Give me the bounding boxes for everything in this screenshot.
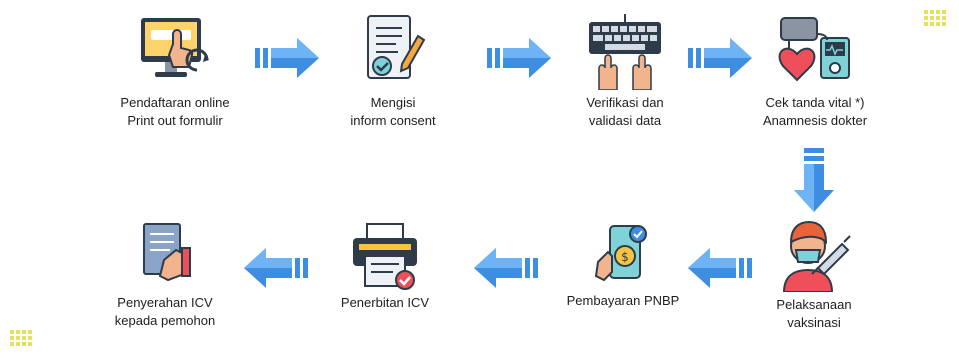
step-vaccination: Pelaksanaan vaksinasi bbox=[714, 218, 914, 332]
keyboard-typing-icon bbox=[589, 14, 661, 90]
vital-signs-monitor-icon bbox=[778, 17, 850, 82]
step-verification: Verifikasi dan validasi data bbox=[525, 14, 725, 130]
arrow-left-2 bbox=[474, 248, 538, 288]
step-5-line2: vaksinasi bbox=[787, 315, 841, 330]
step-8-line2: kepada pemohon bbox=[114, 313, 216, 328]
arrow-right-2 bbox=[487, 38, 551, 78]
step-4-line1: Cek tanda vital *) bbox=[765, 95, 865, 110]
step-issuance: Penerbitan ICV bbox=[285, 222, 485, 312]
arrow-left-3 bbox=[244, 248, 308, 288]
step-6-line1: Pembayaran PNBP bbox=[566, 293, 680, 308]
step-2-line2: inform consent bbox=[350, 113, 436, 128]
registration-computer-icon bbox=[141, 18, 209, 77]
document-handover-icon bbox=[143, 223, 191, 282]
step-3-line2: validasi data bbox=[588, 113, 662, 128]
step-4-line2: Anamnesis dokter bbox=[762, 113, 868, 128]
arrow-right-1 bbox=[255, 38, 319, 78]
step-registration: Pendaftaran online Print out formulir bbox=[75, 14, 275, 130]
step-vital-signs: Cek tanda vital *) Anamnesis dokter bbox=[715, 14, 915, 130]
step-payment: $ Pembayaran PNBP bbox=[523, 222, 723, 310]
step-1-line2: Print out formulir bbox=[127, 113, 223, 128]
step-handover: Penyerahan ICV kepada pemohon bbox=[65, 220, 265, 330]
step-7-line1: Penerbitan ICV bbox=[340, 295, 430, 310]
step-5-line1: Pelaksanaan bbox=[776, 297, 852, 312]
decorative-dots-bottom-left bbox=[10, 330, 32, 346]
decorative-dots-top-right bbox=[924, 10, 946, 26]
mobile-payment-icon: $ bbox=[594, 225, 647, 282]
step-1-line1: Pendaftaran online bbox=[120, 95, 230, 110]
vaccination-icon bbox=[782, 220, 851, 292]
arrow-right-3 bbox=[688, 38, 752, 78]
svg-text:$: $ bbox=[621, 250, 629, 264]
arrow-left-1 bbox=[688, 248, 752, 288]
step-inform-consent: Mengisi inform consent bbox=[293, 14, 493, 130]
step-8-line1: Penyerahan ICV bbox=[117, 295, 213, 310]
printer-icon bbox=[353, 223, 417, 290]
step-2-line1: Mengisi bbox=[370, 95, 416, 110]
step-3-line1: Verifikasi dan bbox=[586, 95, 664, 110]
consent-form-icon bbox=[367, 15, 426, 79]
arrow-down bbox=[794, 148, 834, 212]
